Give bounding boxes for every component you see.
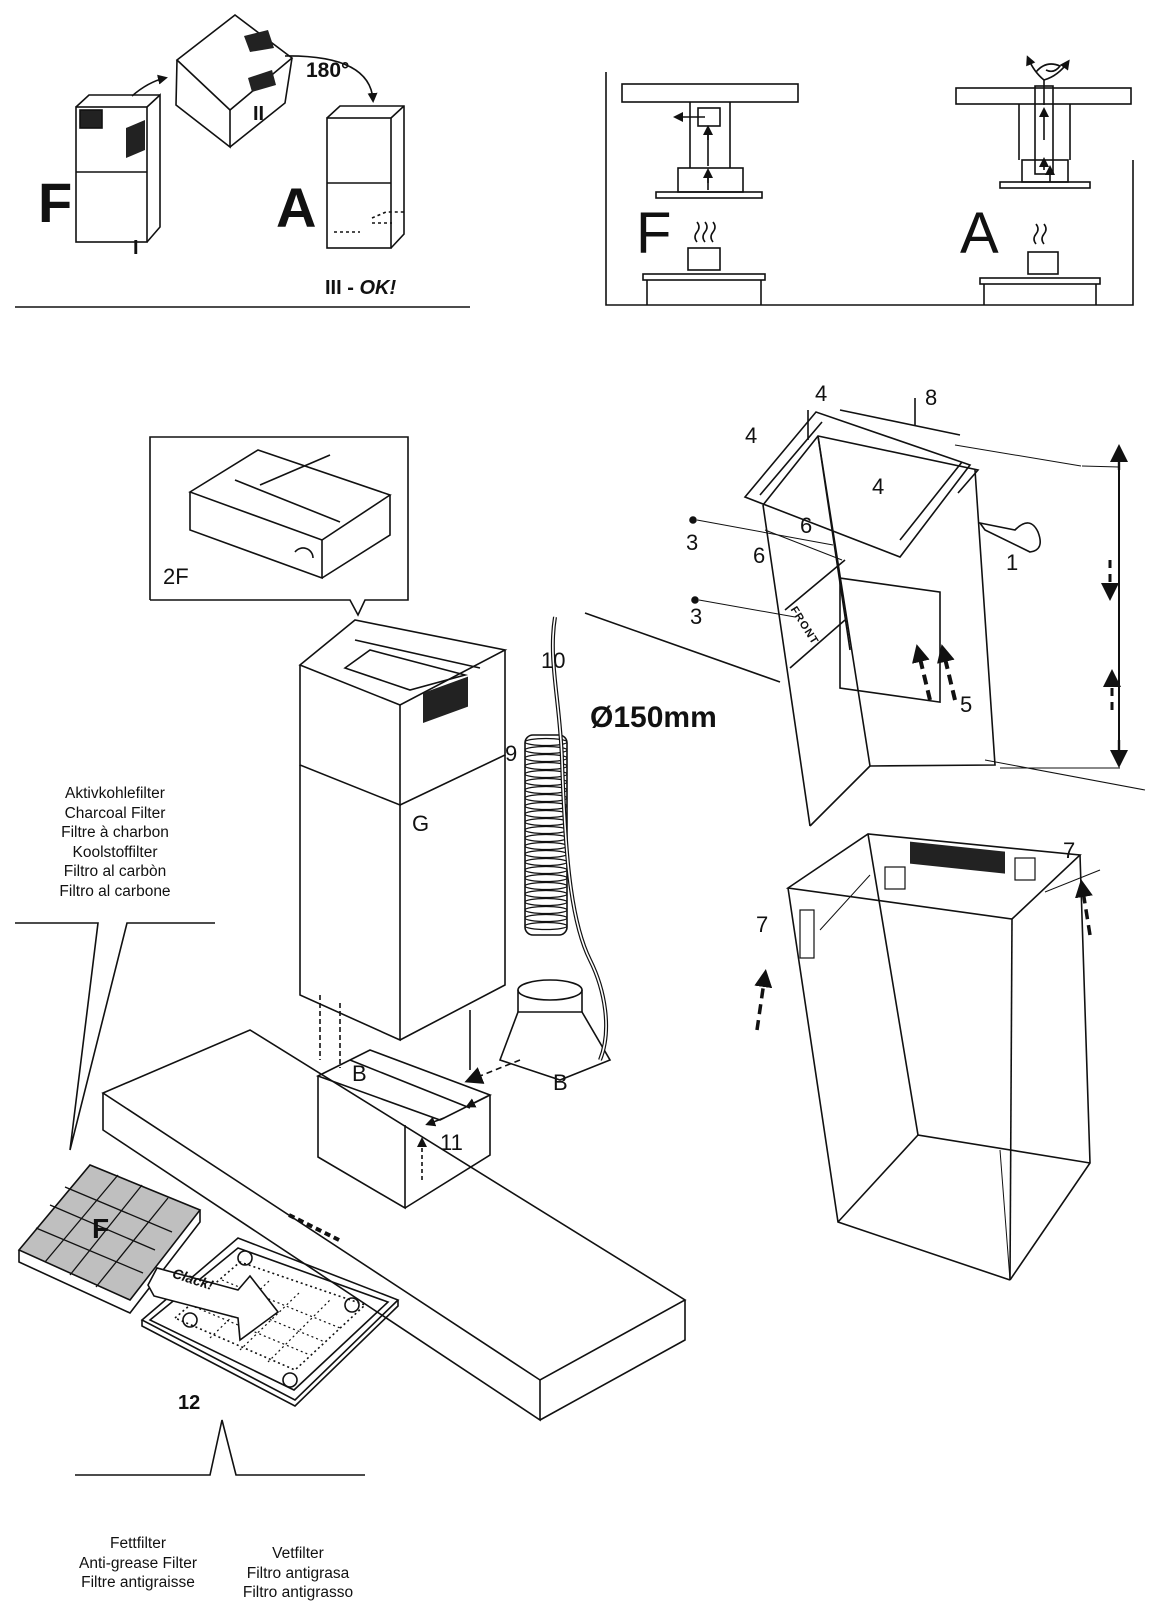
mode-extract-label: A [276, 176, 317, 239]
mode-filter-label: F [38, 171, 73, 234]
pipe-coil [524, 873, 568, 883]
part-5: 5 [960, 692, 973, 717]
pipe-coil [524, 817, 568, 827]
pipe-coil [524, 841, 568, 851]
pipe-coil [524, 825, 568, 835]
step-3-label: III - OK! [325, 277, 397, 299]
cable-10-label: 10 [541, 648, 566, 673]
step-2-label: II [253, 103, 265, 125]
part-1: 1 [1006, 550, 1019, 575]
mode-extract-label-right: A [960, 201, 999, 266]
pipe-coil [524, 865, 568, 875]
pipe-coil [524, 793, 568, 803]
part-3-lower: 3 [690, 604, 703, 629]
pipe-coil [524, 849, 568, 859]
exploded-view [689, 398, 1146, 1281]
diameter-label: Ø150mm [590, 701, 717, 734]
top-right-panel [605, 55, 1134, 306]
part-8: 8 [925, 385, 938, 410]
chimney-g-label: G [412, 811, 430, 836]
grease-filter-names-right: Vetfilter Filtro antigrasa Filtro antigr… [242, 1545, 354, 1601]
charcoal-filter-f-label: F [92, 1213, 110, 1244]
pipe-coil [524, 753, 568, 763]
pipe-coil [524, 777, 568, 787]
pipe-coil [524, 801, 568, 811]
pipe-coil [524, 921, 568, 931]
pipe-coil [524, 913, 568, 923]
pipe-coil [524, 897, 568, 907]
pipe-coil [524, 857, 568, 867]
detail-2f-label: 2F [163, 564, 189, 589]
pipe-coil [524, 785, 568, 795]
pipe-9-label: 9 [505, 741, 518, 766]
pipe-coil [524, 769, 568, 779]
rotation-label: 180° [306, 59, 350, 82]
adapter-b-label: B [553, 1070, 568, 1095]
part-6-lower: 6 [753, 543, 766, 568]
charcoal-filter-names: Aktivkohlefilter Charcoal Filter Filtre … [59, 785, 171, 900]
part-4-top: 4 [815, 381, 828, 406]
motor-11-label: 11 [440, 1130, 463, 1155]
part-7-right: 7 [1063, 838, 1076, 863]
pipe-coil [524, 745, 568, 755]
part-4-left: 4 [745, 423, 758, 448]
top-left-panel [15, 13, 470, 308]
pipe-coil [524, 905, 568, 915]
part-4-inner: 4 [872, 474, 885, 499]
part-7-left: 7 [756, 912, 769, 937]
pipe-coil [524, 737, 568, 747]
part-3-upper: 3 [686, 530, 699, 555]
filters [15, 922, 400, 1476]
pipe-coil [524, 809, 568, 819]
grease-filter-12-label: 12 [178, 1392, 201, 1414]
pipe-coil [524, 761, 568, 771]
step-1-label: I [133, 237, 139, 259]
main-hood [101, 436, 781, 1422]
part-6-upper: 6 [800, 513, 813, 538]
grease-filter-names-left: Fettfilter Anti-grease Filter Filtre ant… [78, 1535, 197, 1591]
box-b-label: B [352, 1061, 367, 1086]
pipe-coil [524, 889, 568, 899]
pipe-coil [524, 833, 568, 843]
mode-filter-label-right: F [636, 201, 672, 266]
pipe-coil [524, 881, 568, 891]
